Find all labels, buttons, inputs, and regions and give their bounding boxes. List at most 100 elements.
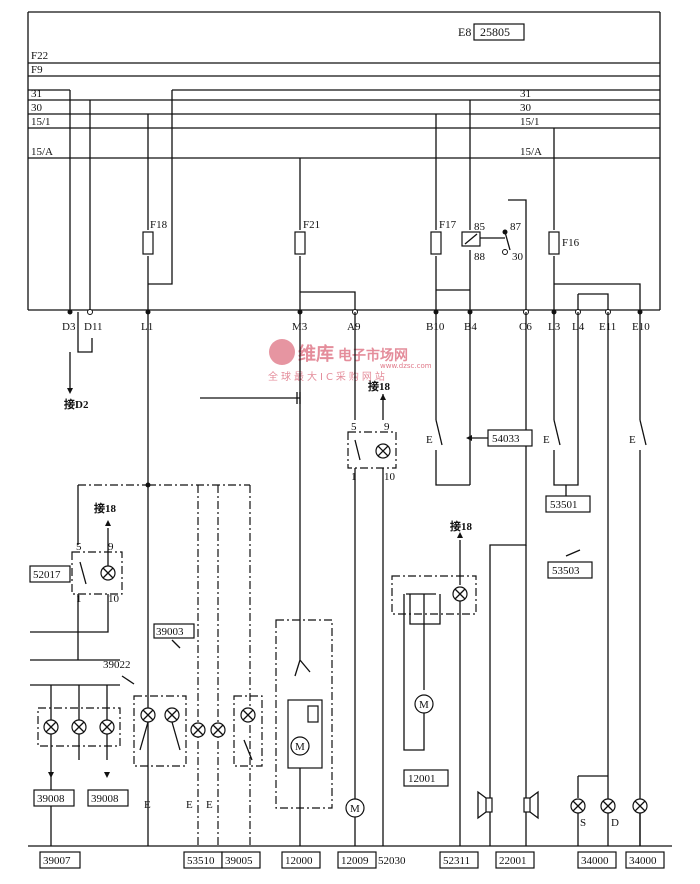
e-switch-l3: E	[543, 419, 561, 446]
svg-text:39007: 39007	[43, 855, 71, 867]
bottom-labels: 39007 53510 39005 12000 12009 52030 5231…	[39, 851, 665, 869]
svg-text:34000: 34000	[629, 855, 657, 867]
svg-text:53503: 53503	[552, 565, 580, 577]
tag-54033: 54033	[466, 429, 533, 447]
lamp-group-39008: 39008 39008 39022	[30, 659, 135, 846]
svg-text:F9: F9	[31, 64, 43, 76]
diagram-frame	[27, 11, 661, 311]
svg-text:D11: D11	[84, 321, 103, 333]
switch-module-12001: 接18 M 12001	[391, 519, 477, 846]
lamps-34000: S D	[570, 775, 648, 846]
svg-text:全球最大IC采购网站: 全球最大IC采购网站	[268, 370, 388, 383]
svg-text:52311: 52311	[443, 855, 470, 867]
svg-text:15/1: 15/1	[520, 116, 540, 128]
svg-text:15/1: 15/1	[31, 116, 51, 128]
svg-text:10: 10	[108, 593, 120, 605]
fuse-f18: F18	[142, 219, 168, 255]
svg-text:52017: 52017	[33, 569, 61, 581]
jump-d2: 接D2	[64, 388, 89, 411]
svg-text:53510: 53510	[187, 855, 215, 867]
bus-drops	[69, 90, 641, 312]
motor-12000: M	[275, 619, 333, 846]
lamp-group-39003: 39003 E E E	[133, 623, 263, 811]
svg-text:39008: 39008	[37, 793, 65, 805]
fuse-f21: F21	[294, 219, 320, 255]
svg-text:15/A: 15/A	[520, 146, 542, 158]
bus-labels-right: 31 30 15/1 15/A	[520, 88, 542, 158]
svg-text:A9: A9	[347, 321, 361, 333]
header-ref: E8 25805	[458, 23, 525, 41]
lower-wiring	[69, 312, 641, 846]
svg-text:10: 10	[384, 471, 396, 483]
svg-text:S: S	[580, 817, 586, 829]
e-switch-b10: E	[426, 419, 443, 446]
svg-text:www.dzsc.com: www.dzsc.com	[380, 362, 432, 370]
svg-text:E: E	[543, 434, 550, 446]
svg-text:54033: 54033	[492, 433, 520, 445]
svg-text:88: 88	[474, 251, 486, 263]
svg-text:接D2: 接D2	[64, 397, 89, 411]
svg-text:52030: 52030	[378, 855, 406, 867]
speakers-22001	[477, 545, 539, 846]
svg-text:39008: 39008	[91, 793, 119, 805]
e-switch-e10: E	[629, 419, 647, 446]
svg-text:12000: 12000	[285, 855, 313, 867]
svg-text:5: 5	[351, 421, 357, 433]
svg-text:F18: F18	[150, 219, 168, 231]
svg-text:F21: F21	[303, 219, 320, 231]
svg-text:接18: 接18	[368, 379, 390, 393]
relay: 85 87 88 30	[461, 221, 524, 263]
svg-text:30: 30	[512, 251, 524, 263]
svg-text:12009: 12009	[341, 855, 369, 867]
svg-text:85: 85	[474, 221, 486, 233]
watermark: 维库 电子市场网 全球最大IC采购网站 www.dzsc.com	[268, 339, 432, 383]
svg-text:F22: F22	[31, 50, 48, 62]
tag-53501: 53501	[545, 495, 591, 513]
svg-text:M: M	[350, 803, 360, 815]
svg-text:维库: 维库	[298, 343, 334, 365]
svg-text:30: 30	[31, 102, 43, 114]
svg-text:M: M	[295, 741, 305, 753]
connector-pins: D3 D11 L1 M3 A9 B10 B4 C6 L3 L4 E11 E10	[62, 309, 650, 333]
motor-12009: M	[345, 798, 365, 846]
svg-text:5: 5	[76, 541, 82, 553]
svg-text:接18: 接18	[94, 501, 116, 515]
svg-text:30: 30	[520, 102, 532, 114]
bus-bars	[28, 62, 660, 159]
svg-text:E: E	[186, 799, 193, 811]
svg-text:22001: 22001	[499, 855, 527, 867]
svg-text:F16: F16	[562, 237, 580, 249]
svg-text:接18: 接18	[450, 519, 472, 533]
svg-text:31: 31	[520, 88, 531, 100]
svg-text:87: 87	[510, 221, 522, 233]
tag-53503: 53503	[547, 549, 593, 579]
svg-text:9: 9	[384, 421, 390, 433]
svg-text:E: E	[144, 799, 151, 811]
svg-text:34000: 34000	[581, 855, 609, 867]
switch-module-52017: 5 9 1 10 接18 52017	[29, 484, 148, 660]
svg-text:25805: 25805	[480, 25, 510, 39]
svg-text:E: E	[629, 434, 636, 446]
svg-text:39022: 39022	[103, 659, 131, 671]
svg-text:L1: L1	[141, 321, 153, 333]
svg-text:12001: 12001	[408, 773, 436, 785]
svg-text:15/A: 15/A	[31, 146, 53, 158]
svg-text:1: 1	[351, 471, 357, 483]
svg-text:F17: F17	[439, 219, 457, 231]
svg-text:D3: D3	[62, 321, 76, 333]
bus-labels-left: F22 F9 31 30 15/1 15/A	[31, 50, 53, 158]
svg-text:31: 31	[31, 88, 42, 100]
svg-text:1: 1	[76, 593, 82, 605]
svg-text:9: 9	[108, 541, 114, 553]
fuse-f16: F16	[548, 231, 580, 255]
svg-text:E8: E8	[458, 25, 471, 39]
svg-text:39003: 39003	[156, 626, 184, 638]
svg-text:E: E	[426, 434, 433, 446]
svg-text:D: D	[611, 817, 619, 829]
svg-text:53501: 53501	[550, 499, 578, 511]
fuse-f17: F17	[430, 219, 457, 255]
l1-branches	[145, 482, 251, 846]
svg-text:E: E	[206, 799, 213, 811]
switch-module-a9: 5 9 1 10 接18	[347, 379, 397, 483]
